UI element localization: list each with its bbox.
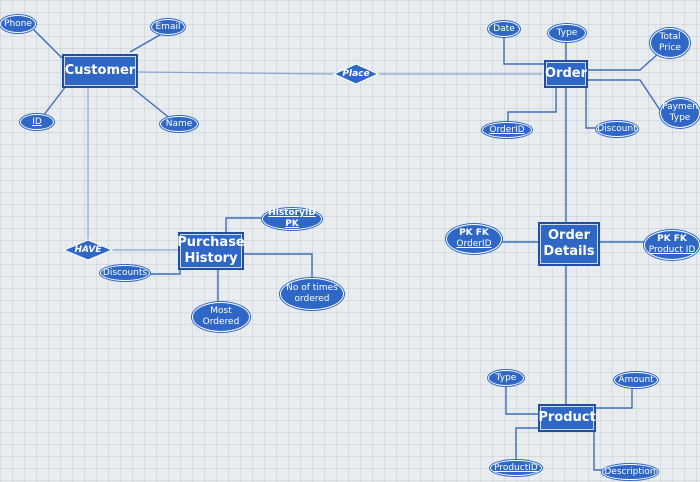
attr-discounts[interactable]: Discounts [100,265,150,281]
line-customer-phone [27,23,63,59]
purchase-history-entity[interactable]: Purchase History [177,232,245,270]
attr-order-discount[interactable]: Discount [596,121,638,137]
line-order-orderid [507,86,557,124]
line-customer-name [129,85,173,121]
historyid-pk-text: HistoryID PK [268,208,316,229]
place-diamond[interactable] [332,63,380,85]
have-diamond[interactable] [62,239,114,261]
line-order-date [503,36,546,65]
attr-phone[interactable]: Phone [0,15,36,33]
line-product-productid [515,427,540,462]
attr-order-type[interactable]: Type [548,24,586,42]
pkfk-orderid-value: OrderID [456,239,492,249]
attr-pkfk-productid[interactable]: PK FK Product ID [644,230,700,260]
line-product-type [505,384,538,415]
attr-date[interactable]: Date [488,21,520,37]
attr-product-type[interactable]: Type [488,370,524,386]
line-ph-discounts [146,268,181,275]
attr-pkfk-orderid[interactable]: PK FK OrderID [446,224,502,254]
attr-id[interactable]: ID [20,114,54,130]
have-label: HAVE [74,245,102,255]
product-entity[interactable]: Product [538,404,596,432]
attr-email[interactable]: Email [151,19,185,35]
pkfk-productid-label: PK FK [657,234,687,244]
line-product-amount [596,386,633,409]
order-entity[interactable]: Order [544,60,588,88]
pkfk-orderid-label: PK FK [459,228,489,238]
line-customer-email [129,31,166,53]
attr-amount[interactable]: Amount [614,372,658,388]
line-order-paymenttype [586,79,661,111]
order-details-entity[interactable]: Order Details [538,222,600,266]
attr-payment-type[interactable]: Paymen Type [660,98,700,128]
attr-total-price[interactable]: Total Price [650,28,690,58]
line-order-totalprice [586,51,661,71]
attr-most-ordered[interactable]: Most Ordered [192,302,250,332]
line-ph-historyid [225,217,262,234]
attr-description[interactable]: Description [602,464,658,480]
attr-historyid-pk[interactable]: HistoryID PK [262,208,322,230]
line-product-description [593,428,602,471]
place-label: Place [342,69,370,79]
line-order-discount [585,86,596,129]
attr-productid[interactable]: ProductID [490,460,542,476]
pkfk-productid-value: Product ID [648,245,696,255]
attr-no-of-times-ordered[interactable]: No of times ordered [280,278,344,310]
line-customer-place [137,71,337,75]
attr-orderid[interactable]: OrderID [482,122,532,138]
customer-entity[interactable]: Customer [62,54,138,88]
line-ph-nooftimes [244,253,313,278]
attr-name[interactable]: Name [160,116,198,132]
